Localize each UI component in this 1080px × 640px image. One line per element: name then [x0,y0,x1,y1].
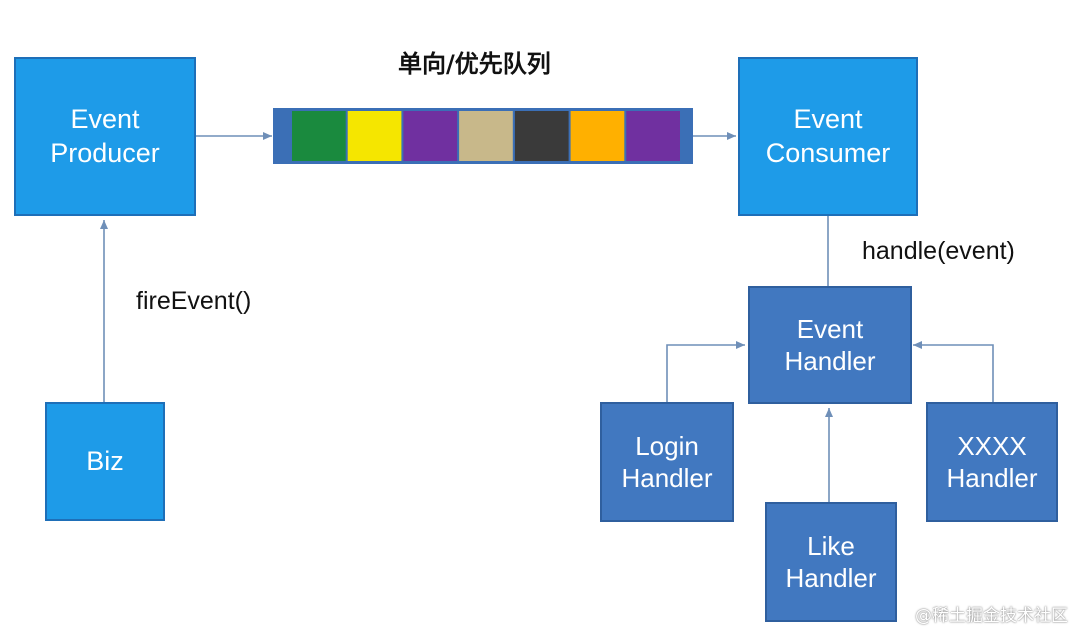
handle-event-label: handle(event) [862,237,1015,265]
queue-title: 单向/优先队列 [398,50,551,78]
login-handler-box: Login Handler [600,402,734,522]
queue-cell [514,111,569,161]
queue-cell [292,111,346,161]
queue-cell [626,111,680,161]
like-handler-box: Like Handler [765,502,897,622]
xxxx-handler-box: XXXX Handler [926,402,1058,522]
priority-queue [273,108,693,164]
queue-cell [570,111,625,161]
event-handler-box: Event Handler [748,286,912,404]
watermark: @稀土掘金技术社区 [915,606,1068,626]
fire-event-label: fireEvent() [136,287,252,315]
arrow-login-to-event-handler [666,341,745,402]
queue-cell [403,111,458,161]
queue-cells [292,111,680,161]
queue-cell [459,111,513,161]
arrow-xxxx-to-event-handler [913,341,994,402]
queue-cell [347,111,402,161]
event-consumer-box: Event Consumer [738,57,918,216]
biz-box: Biz [45,402,165,521]
event-producer-box: Event Producer [14,57,196,216]
